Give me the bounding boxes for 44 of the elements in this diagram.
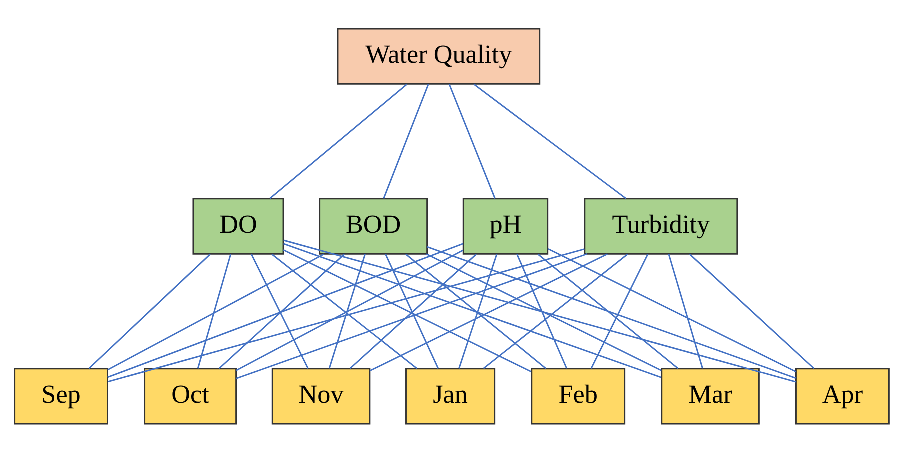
connector — [688, 253, 814, 369]
connector — [590, 254, 648, 368]
connector — [328, 254, 366, 368]
connector — [548, 248, 796, 372]
connector — [349, 253, 476, 369]
connector — [107, 242, 464, 378]
connector — [283, 242, 661, 378]
connector — [218, 253, 345, 369]
connector — [482, 253, 628, 369]
connector — [668, 254, 703, 368]
connector — [405, 253, 546, 369]
node-box: Feb — [530, 368, 626, 424]
connector — [283, 239, 796, 382]
node-box: DO — [192, 198, 284, 254]
connector — [426, 246, 796, 378]
connector — [473, 83, 626, 199]
node-box: Sep — [14, 368, 108, 424]
connector — [384, 254, 439, 368]
node-box: Jan — [405, 368, 496, 424]
connector — [107, 253, 324, 370]
connector — [271, 253, 418, 369]
connector — [369, 253, 608, 372]
node-box: Mar — [660, 368, 760, 424]
connector — [269, 83, 408, 199]
node-box: Water Quality — [336, 28, 540, 84]
connector — [516, 254, 568, 368]
node-box: pH — [462, 198, 548, 254]
node-box: Apr — [795, 368, 890, 424]
connector — [537, 253, 678, 369]
connector — [426, 253, 662, 371]
connector — [282, 248, 532, 372]
connector — [196, 254, 232, 368]
connector — [448, 84, 496, 198]
connector — [236, 249, 464, 371]
node-box: Nov — [271, 368, 370, 424]
node-box: Oct — [144, 368, 237, 424]
node-box: Turbidity — [584, 198, 738, 254]
connector — [107, 248, 584, 382]
connector — [236, 253, 587, 379]
connector — [382, 84, 429, 198]
connector — [458, 254, 498, 368]
node-box: BOD — [318, 198, 428, 254]
connector — [88, 253, 210, 369]
connector — [250, 254, 308, 368]
